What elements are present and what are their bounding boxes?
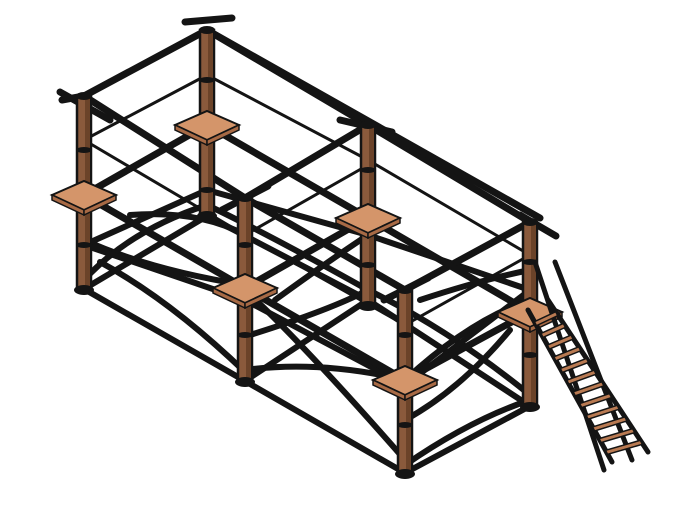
stair-tread [604, 439, 644, 456]
post-back-left [172, 26, 242, 221]
stair-tread [565, 369, 598, 386]
stair-tread [539, 322, 567, 339]
stair-tread [598, 427, 636, 444]
couplers [76, 77, 538, 428]
stair-tread [533, 310, 559, 327]
post-front-left [49, 92, 119, 295]
stair-tread [552, 345, 582, 362]
stair-tread [591, 416, 628, 432]
stair-tread [572, 380, 605, 397]
stair-treads [533, 310, 644, 456]
stair-tread [578, 392, 613, 409]
stair-tread [559, 357, 590, 374]
stair-tread [546, 334, 575, 351]
stair-tread [585, 404, 621, 421]
stair-flight [525, 259, 651, 473]
